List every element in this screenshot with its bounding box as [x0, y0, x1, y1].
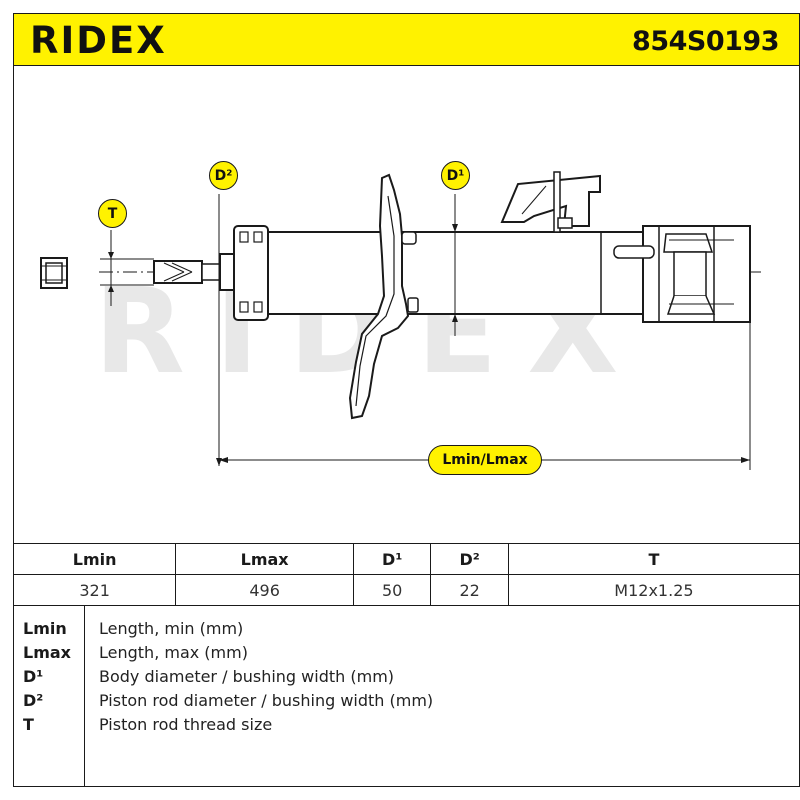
thread-dimension	[100, 230, 154, 306]
thread-badge: T	[98, 199, 127, 228]
legend-desc: Length, min (mm)	[99, 619, 244, 638]
d2-badge: D²	[209, 161, 238, 190]
specs-table: Lmin Lmax D¹ D² T 321 496 50 22 M12x1.25	[12, 543, 800, 606]
length-badge: Lmin/Lmax	[428, 445, 542, 475]
legend: Lmin Length, min (mm) Lmax Length, max (…	[13, 605, 800, 787]
brand-logo: RIDEX	[30, 23, 167, 57]
legend-desc: Piston rod diameter / bushing width (mm)	[99, 691, 434, 710]
legend-desc: Length, max (mm)	[99, 643, 248, 662]
shock-absorber-drawing: RIDEX	[40, 171, 764, 470]
value-d2: 22	[430, 574, 509, 606]
spring-seat	[348, 173, 419, 420]
specs-value-row: 321 496 50 22 M12x1.25	[12, 574, 800, 606]
part-number: 854S0193	[632, 26, 779, 57]
legend-desc: Body diameter / bushing width (mm)	[99, 667, 395, 686]
sensor-bracket	[500, 171, 601, 233]
technical-drawing: RIDEX	[13, 66, 800, 543]
legend-divider	[84, 605, 85, 786]
header-d2: D²	[430, 543, 509, 575]
header-d1: D¹	[352, 543, 432, 575]
header-lmin: Lmin	[12, 543, 177, 575]
header-bar: RIDEX 854S0193	[13, 13, 800, 66]
knuckle-clamp	[613, 225, 751, 323]
legend-key: D¹	[23, 667, 44, 686]
specs-header-row: Lmin Lmax D¹ D² T	[12, 543, 800, 575]
legend-item: D¹ Body diameter / bushing width (mm)	[14, 667, 799, 691]
legend-key: Lmax	[23, 643, 71, 662]
legend-desc: Piston rod thread size	[99, 715, 273, 734]
brand-logo-text: RIDEX	[30, 23, 167, 57]
top-mount	[233, 225, 269, 321]
nut-shape	[40, 257, 68, 289]
legend-item: Lmin Length, min (mm)	[14, 619, 799, 643]
value-t: M12x1.25	[507, 574, 800, 606]
header-t: T	[507, 543, 800, 575]
value-lmin: 321	[12, 574, 177, 606]
legend-item: T Piston rod thread size	[14, 715, 799, 739]
legend-key: Lmin	[23, 619, 67, 638]
value-lmax: 496	[175, 574, 354, 606]
legend-item: Lmax Length, max (mm)	[14, 643, 799, 667]
legend-key: T	[23, 715, 34, 734]
value-d1: 50	[352, 574, 432, 606]
header-lmax: Lmax	[175, 543, 354, 575]
legend-item: D² Piston rod diameter / bushing width (…	[14, 691, 799, 715]
d1-badge: D¹	[441, 161, 470, 190]
legend-key: D²	[23, 691, 44, 710]
